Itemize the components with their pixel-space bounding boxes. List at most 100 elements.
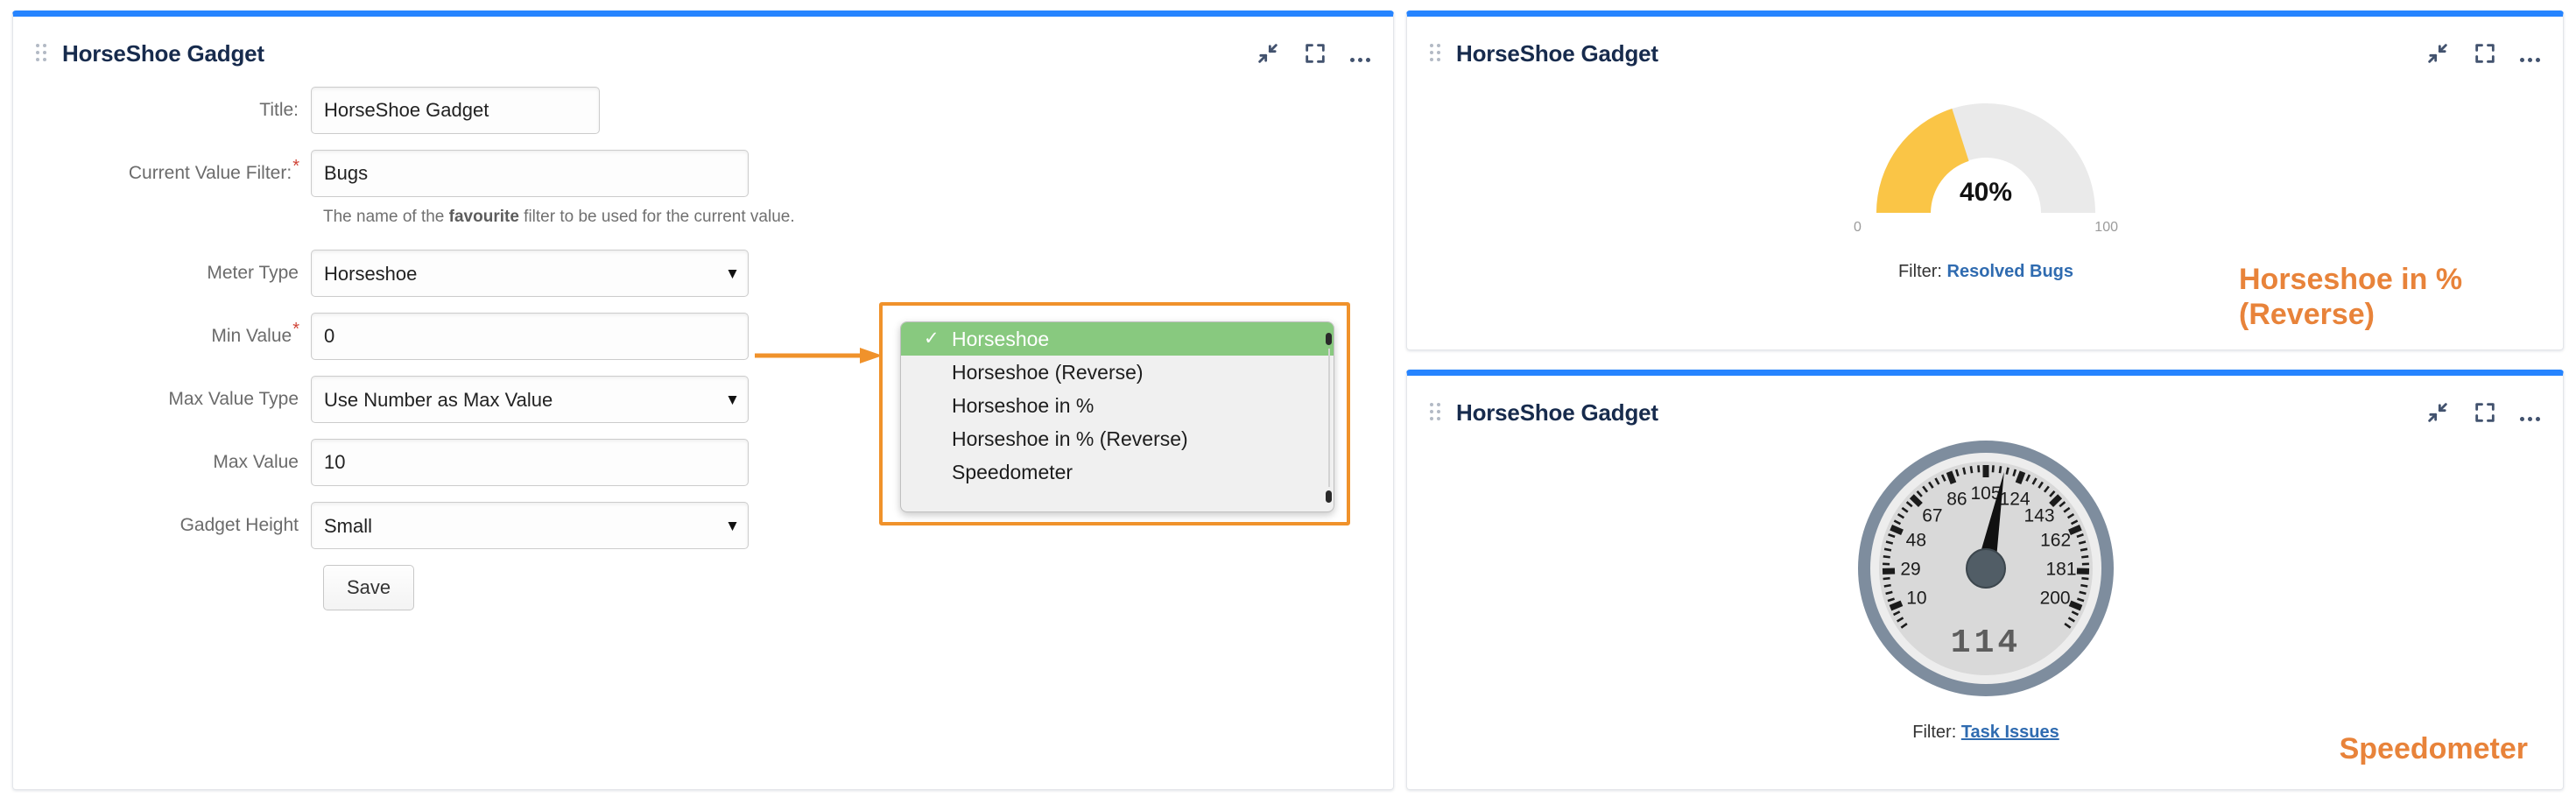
gauge-max-label: 100: [2094, 220, 2118, 235]
dropdown-option-label: Horseshoe: [952, 328, 1050, 350]
max-value-label: Max Value: [213, 452, 299, 472]
dropdown-option-horseshoe-in-percent-reverse[interactable]: Horseshoe in % (Reverse): [901, 422, 1334, 455]
dropdown-scrollbar[interactable]: [1326, 326, 1332, 510]
min-value-label: Min Value*: [13, 320, 311, 347]
required-marker: *: [292, 320, 299, 339]
meter-type-dropdown-list[interactable]: ✓ Horseshoe Horseshoe (Reverse) Horsesho…: [900, 321, 1334, 512]
help-prefix: The name of the: [323, 208, 449, 226]
speedo-ticks: [1882, 465, 2090, 629]
dropdown-option-horseshoe-in-percent[interactable]: Horseshoe in %: [901, 389, 1334, 422]
fullscreen-icon[interactable]: [1303, 41, 1327, 66]
dropdown-option-label: Speedometer: [952, 461, 1073, 483]
svg-text:181: 181: [2045, 560, 2076, 580]
current-value-filter-label: Current Value Filter:*: [13, 157, 311, 184]
svg-text:124: 124: [2000, 490, 2031, 510]
gauge-type-badge: Horseshoe in % (Reverse): [2239, 263, 2463, 332]
speedo-needle: [1976, 471, 2004, 571]
speedometer-type-badge: Speedometer: [2339, 731, 2528, 765]
speedo-digital-readout: 114: [1951, 624, 2021, 662]
config-card-actions: [1256, 41, 1370, 66]
gauge-filter-link[interactable]: Resolved Bugs: [1946, 262, 2074, 281]
meter-type-dropdown-callout: ✓ Horseshoe Horseshoe (Reverse) Horsesho…: [879, 302, 1350, 525]
max-value-type-select[interactable]: Use Number as Max Value: [311, 376, 749, 423]
gauge-min-label: 0: [1854, 220, 1862, 235]
required-marker: *: [292, 157, 299, 176]
field-row-title: Title:: [13, 87, 1395, 134]
gauge-value-arc: [1876, 109, 1969, 213]
svg-text:200: 200: [2040, 589, 2071, 609]
dropdown-option-horseshoe-reverse[interactable]: Horseshoe (Reverse): [901, 356, 1334, 389]
gauge-filter-line: Filter: Resolved Bugs: [1407, 262, 2565, 282]
current-value-filter-label-text: Current Value Filter:: [128, 163, 292, 183]
gadget-height-select[interactable]: Small: [311, 502, 749, 549]
help-bold: favourite: [448, 208, 519, 226]
drag-handle-icon[interactable]: [1430, 403, 1440, 422]
gauge-filter-prefix: Filter:: [1897, 262, 1942, 281]
drag-handle-icon[interactable]: [1430, 44, 1440, 63]
dropdown-option-speedometer[interactable]: Speedometer: [901, 455, 1334, 489]
more-options-icon[interactable]: [1350, 41, 1370, 66]
svg-text:67: 67: [1922, 505, 1942, 525]
scrollbar-track: [1328, 349, 1330, 487]
meter-type-select[interactable]: Horseshoe: [311, 250, 749, 297]
more-options-icon[interactable]: [2520, 400, 2540, 425]
speedo-hub: [1966, 548, 2006, 589]
dropdown-option-label: Horseshoe in % (Reverse): [952, 427, 1188, 450]
dropdown-option-label: Horseshoe (Reverse): [952, 361, 1144, 384]
speed-filter-prefix: Filter:: [1912, 723, 1957, 742]
config-card-header: HorseShoe Gadget: [13, 17, 1393, 71]
field-row-gadget-height: Gadget Height Small ▾: [13, 502, 1395, 549]
svg-text:143: 143: [2024, 505, 2055, 525]
svg-text:48: 48: [1906, 531, 1926, 551]
collapse-icon[interactable]: [2425, 41, 2450, 66]
check-icon: ✓: [924, 328, 940, 349]
svg-text:105: 105: [1970, 483, 2001, 504]
current-value-filter-help: The name of the favourite filter to be u…: [311, 208, 1395, 227]
dropdown-option-horseshoe[interactable]: ✓ Horseshoe: [901, 322, 1334, 356]
horseshoe-gauge-card: HorseShoe Gadget: [1406, 11, 2564, 350]
drag-handle-icon[interactable]: [36, 44, 46, 63]
scrollbar-thumb-top[interactable]: [1326, 333, 1332, 345]
speed-filter-link[interactable]: Task Issues: [1960, 723, 2059, 742]
title-label: Title:: [259, 100, 299, 120]
gauge-scale: 0 100: [1850, 220, 2122, 239]
current-value-filter-input[interactable]: [311, 150, 749, 197]
horseshoe-gauge-figure: 40% 0 100: [1407, 80, 2565, 239]
horseshoe-gauge-body: 40% 0 100 Filter: Resolved Bugs: [1407, 71, 2565, 282]
field-row-min-value: Min Value*: [13, 313, 1395, 360]
scrollbar-thumb-bottom[interactable]: [1326, 490, 1332, 503]
max-value-type-label: Max Value Type: [168, 389, 299, 409]
speedometer-gauge-card: HorseShoe Gadget: [1406, 370, 2564, 790]
save-button[interactable]: Save: [323, 565, 415, 610]
gauge-card-title: HorseShoe Gadget: [1456, 39, 1658, 67]
speed-card-actions: [2425, 400, 2540, 425]
dropdown-option-label: Horseshoe in %: [952, 394, 1094, 417]
help-suffix: filter to be used for the current value.: [518, 208, 795, 226]
collapse-icon[interactable]: [1256, 41, 1280, 66]
collapse-icon[interactable]: [2425, 400, 2450, 425]
svg-text:10: 10: [1906, 589, 1926, 609]
gauge-card-header: HorseShoe Gadget: [1407, 17, 2563, 71]
gadget-height-label: Gadget Height: [179, 515, 299, 535]
more-options-icon[interactable]: [2520, 41, 2540, 66]
title-input[interactable]: [311, 87, 600, 134]
field-row-max-value-type: Max Value Type Use Number as Max Value ▾: [13, 376, 1395, 423]
field-row-meter-type: Meter Type Horseshoe ▾: [13, 250, 1395, 297]
speed-card-title: HorseShoe Gadget: [1456, 398, 1658, 426]
callout-arrow-icon: [755, 348, 883, 363]
fullscreen-icon[interactable]: [2473, 41, 2497, 66]
gauge-card-actions: [2425, 41, 2540, 66]
min-value-input[interactable]: [311, 313, 749, 360]
fullscreen-icon[interactable]: [2473, 400, 2497, 425]
field-row-max-value: Max Value: [13, 439, 1395, 486]
svg-text:162: 162: [2040, 531, 2071, 551]
svg-text:29: 29: [1900, 560, 1920, 580]
field-row-current-value-filter: Current Value Filter:*: [13, 150, 1395, 197]
speed-filter-line: Filter: Task Issues: [1407, 723, 2565, 743]
speed-card-header: HorseShoe Gadget: [1407, 376, 2563, 430]
config-card-title: HorseShoe Gadget: [62, 39, 264, 67]
min-value-label-text: Min Value: [211, 326, 292, 346]
max-value-input[interactable]: [311, 439, 749, 486]
